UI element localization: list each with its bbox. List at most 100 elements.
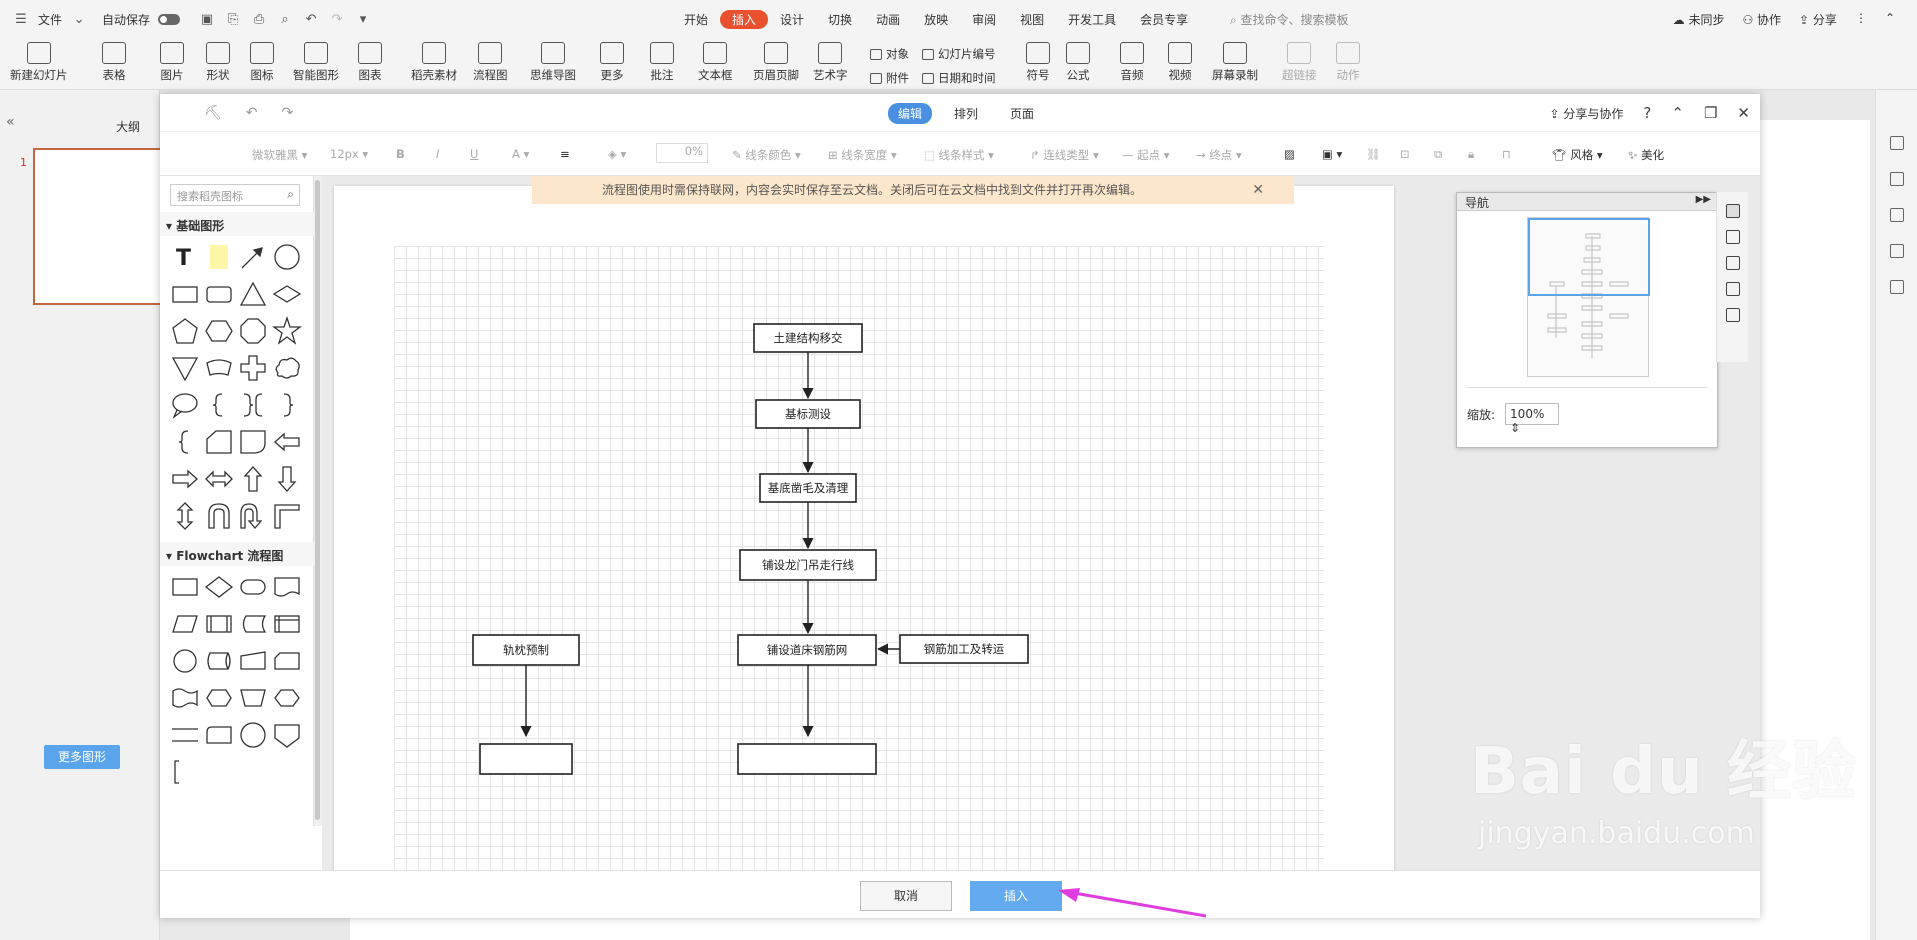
u-turn-shape[interactable]: [202, 497, 236, 534]
tab-8[interactable]: 开发工具: [1068, 13, 1117, 27]
ribbon-item-14[interactable]: 艺术字: [813, 42, 848, 83]
expand-icon[interactable]: ▶▶: [1695, 194, 1711, 205]
size-select[interactable]: 12px ▾: [330, 147, 369, 161]
tab-3[interactable]: 切换: [828, 13, 853, 27]
ribbon-item-2[interactable]: 图片: [160, 42, 184, 83]
tab-4[interactable]: 动画: [876, 13, 901, 27]
flow-node-3[interactable]: 铺设龙门吊走行线: [739, 549, 877, 581]
preparation-shape[interactable]: [202, 679, 236, 716]
terminator-shape[interactable]: [236, 568, 270, 605]
print-preview-icon[interactable]: ⌕: [281, 12, 289, 27]
flow-node-4[interactable]: 铺设道床钢筋网: [737, 634, 877, 666]
sync-status[interactable]: ☁ 未同步: [1672, 13, 1725, 27]
diagram-canvas[interactable]: 土建结构移交基标测设基底凿毛及清理铺设龙门吊走行线铺设道床钢筋网钢筋加工及转运轨…: [322, 176, 1760, 870]
tab-7[interactable]: 视图: [1020, 13, 1045, 27]
navigator-preview[interactable]: [1527, 217, 1650, 377]
left-arrow-shape[interactable]: [270, 423, 304, 460]
line-color-button[interactable]: ✎ 线条颜色 ▾: [732, 148, 801, 162]
more-menu-icon[interactable]: ⋮: [1854, 11, 1867, 25]
rounded-rect-shape[interactable]: [202, 275, 236, 312]
ribbon-item-4[interactable]: 图标: [250, 42, 274, 83]
unlock-icon[interactable]: ⊓: [1502, 147, 1511, 161]
collapse-ribbon-icon[interactable]: ⌃: [1884, 11, 1895, 25]
share-button[interactable]: ⇪ 分享: [1799, 13, 1837, 27]
vertical-double-arrow-shape[interactable]: [168, 497, 202, 534]
rectangle-shape[interactable]: [168, 275, 202, 312]
cross-shape[interactable]: [236, 349, 270, 386]
diamond-shape[interactable]: [270, 275, 304, 312]
arrow-line-shape[interactable]: [236, 238, 270, 275]
link-icon[interactable]: ⛓: [1366, 147, 1381, 161]
rounded-card-shape[interactable]: [202, 716, 236, 753]
style-button[interactable]: 👕︎ 风格 ▾: [1552, 148, 1603, 162]
ribbon-small-1[interactable]: 幻灯片编号: [922, 46, 996, 62]
cloud-shape[interactable]: [270, 349, 304, 386]
parallel-shape[interactable]: [168, 716, 202, 753]
cancel-button[interactable]: 取消: [860, 881, 952, 911]
ribbon-item-6[interactable]: 图表: [358, 42, 382, 83]
ribbon-item-12[interactable]: 文本框: [698, 42, 733, 83]
process-shape[interactable]: [168, 568, 202, 605]
ribbon-item-1[interactable]: 表格: [102, 42, 126, 83]
customize-icon[interactable]: ▾: [359, 12, 367, 27]
ribbon-small-0[interactable]: 对象: [870, 46, 909, 62]
save-icon[interactable]: ▣: [200, 12, 214, 27]
flow-node-5[interactable]: 钢筋加工及转运: [899, 634, 1029, 664]
text-shape[interactable]: T: [168, 238, 202, 275]
connector-type-button[interactable]: ↱ 连线类型 ▾: [1030, 148, 1099, 162]
delay-shape[interactable]: [236, 423, 270, 460]
ribbon-item-10[interactable]: 更多: [600, 42, 624, 83]
card-flow-shape[interactable]: [270, 642, 304, 679]
help-icon[interactable]: [1890, 244, 1904, 258]
ribbon-item-7[interactable]: 稻壳素材: [411, 42, 457, 83]
off-page-shape[interactable]: [270, 716, 304, 753]
flag-shape[interactable]: [202, 349, 236, 386]
left-brace-shape[interactable]: [202, 386, 236, 423]
tab-9[interactable]: 会员专享: [1140, 13, 1189, 27]
navigator-tool-icon[interactable]: [1725, 204, 1740, 218]
ungroup-icon[interactable]: ⧉: [1434, 147, 1443, 161]
backup-icon[interactable]: [1890, 280, 1904, 294]
italic-button[interactable]: I: [436, 147, 440, 161]
file-menu[interactable]: 文件: [38, 13, 63, 27]
star-shape[interactable]: [270, 312, 304, 349]
close-notice-icon[interactable]: ✕: [1252, 182, 1264, 198]
curved-arrow-shape[interactable]: [236, 497, 270, 534]
group-icon[interactable]: ⊡: [1400, 147, 1410, 161]
beautify-button[interactable]: ✨︎ 美化: [1628, 148, 1665, 162]
fill-color-icon[interactable]: ◈ ▾: [608, 147, 627, 161]
flow-node-0[interactable]: 土建结构移交: [753, 323, 863, 353]
ribbon-item-21[interactable]: 动作: [1336, 42, 1360, 83]
card-shape[interactable]: [202, 423, 236, 460]
decision-shape[interactable]: [202, 568, 236, 605]
up-arrow-shape[interactable]: [236, 460, 270, 497]
pages-icon[interactable]: [1725, 282, 1740, 296]
document-icon[interactable]: [1725, 308, 1740, 322]
brace-shape[interactable]: [168, 423, 202, 460]
print-icon[interactable]: ⎙: [253, 12, 265, 27]
line-width-button[interactable]: ⊞ 线条宽度 ▾: [828, 148, 897, 162]
ribbon-item-11[interactable]: 批注: [650, 42, 674, 83]
stored-data-shape[interactable]: [236, 605, 270, 642]
line-end-button[interactable]: → 终点 ▾: [1196, 148, 1242, 162]
ribbon-item-9[interactable]: 思维导图: [530, 42, 576, 83]
shape-search-input[interactable]: 搜索稻壳图标 ⌕: [170, 184, 300, 206]
undo-icon[interactable]: ↶: [245, 105, 258, 121]
ribbon-item-18[interactable]: 视频: [1168, 42, 1192, 83]
right-arrow-shape[interactable]: [168, 460, 202, 497]
bold-button[interactable]: B: [396, 147, 405, 161]
dialog-tab-2[interactable]: 页面: [1010, 107, 1035, 121]
animation-icon[interactable]: [1890, 172, 1904, 186]
tape-shape[interactable]: [168, 679, 202, 716]
triangle-shape[interactable]: [236, 275, 270, 312]
display-shape[interactable]: [270, 679, 304, 716]
ribbon-item-8[interactable]: 流程图: [473, 42, 508, 83]
calendar-icon[interactable]: [1725, 256, 1740, 270]
zoom-input[interactable]: 100% ⇕: [1505, 403, 1560, 435]
align-icon[interactable]: ≡: [560, 147, 570, 161]
collapse-icon[interactable]: ⌃: [1671, 104, 1684, 122]
comment-icon[interactable]: [1890, 208, 1904, 222]
ribbon-small-2[interactable]: 附件: [870, 70, 909, 86]
document-shape[interactable]: [270, 568, 304, 605]
maximize-icon[interactable]: ❐: [1703, 104, 1718, 122]
